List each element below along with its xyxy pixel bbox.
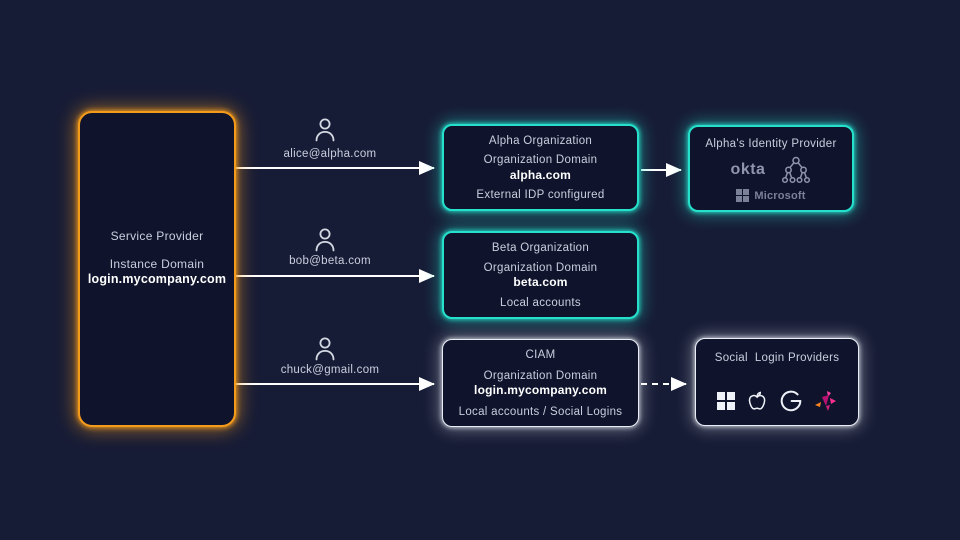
person-icon [315,118,335,142]
instance-domain-value: login.mycompany.com [87,271,227,286]
microsoft-squares-icon [716,392,735,410]
org-domain-block: Organization Domain beta.com [484,261,598,290]
org-domain-label: Organization Domain [483,261,598,274]
org-note: External IDP configured [476,189,605,201]
org-domain-block: Organization Domain login.mycompany.com [474,369,607,398]
user-email-chuck: chuck@gmail.com [280,364,380,376]
hierarchy-tree-icon [782,156,811,183]
idp-title: Alpha's Identity Provider [705,138,837,150]
instance-domain-label: Instance Domain [109,256,205,271]
ciam-organization-box: CIAM Organization Domain login.mycompany… [442,339,639,427]
org-domain-value: beta.com [513,275,568,290]
person-icon [315,337,335,361]
microsoft-squares-icon [736,189,750,202]
user-email-alice: alice@alpha.com [283,148,377,160]
alpha-identity-provider-box: Alpha's Identity Provider okta [688,125,854,212]
alpha-organization-box: Alpha Organization Organization Domain a… [442,124,639,211]
apple-icon [748,391,765,410]
org-note: Local accounts [500,297,581,309]
org-domain-value: alpha.com [509,167,572,182]
org-title: CIAM [525,349,556,361]
org-domain-label: Organization Domain [483,154,598,167]
idp-logo-row: okta [731,155,812,185]
service-provider-title: Service Provider [110,228,204,243]
social-title: Social Login Providers [714,352,840,364]
microsoft-label: Microsoft [754,189,806,202]
org-domain-label: Organization Domain [483,369,598,382]
user-email-bob: bob@beta.com [289,255,371,267]
org-title: Alpha Organization [488,135,593,147]
org-domain-value: login.mycompany.com [474,383,607,398]
service-provider-box: Service Provider Instance Domain login.m… [78,111,236,427]
okta-logo: okta [730,160,766,178]
microsoft-logo: Microsoft [736,189,805,202]
org-domain-block: Organization Domain alpha.com [484,153,598,182]
person-icon [315,228,335,252]
org-title: Beta Organization [491,242,590,254]
social-login-providers-box: Social Login Providers [695,338,859,426]
org-note: Local accounts / Social Logins [458,406,623,418]
colorful-brand-icon [814,391,836,411]
google-g-icon [780,390,801,412]
beta-organization-box: Beta Organization Organization Domain be… [442,231,639,319]
social-icons-row [716,389,838,413]
service-provider-text: Service Provider Instance Domain login.m… [88,229,226,286]
